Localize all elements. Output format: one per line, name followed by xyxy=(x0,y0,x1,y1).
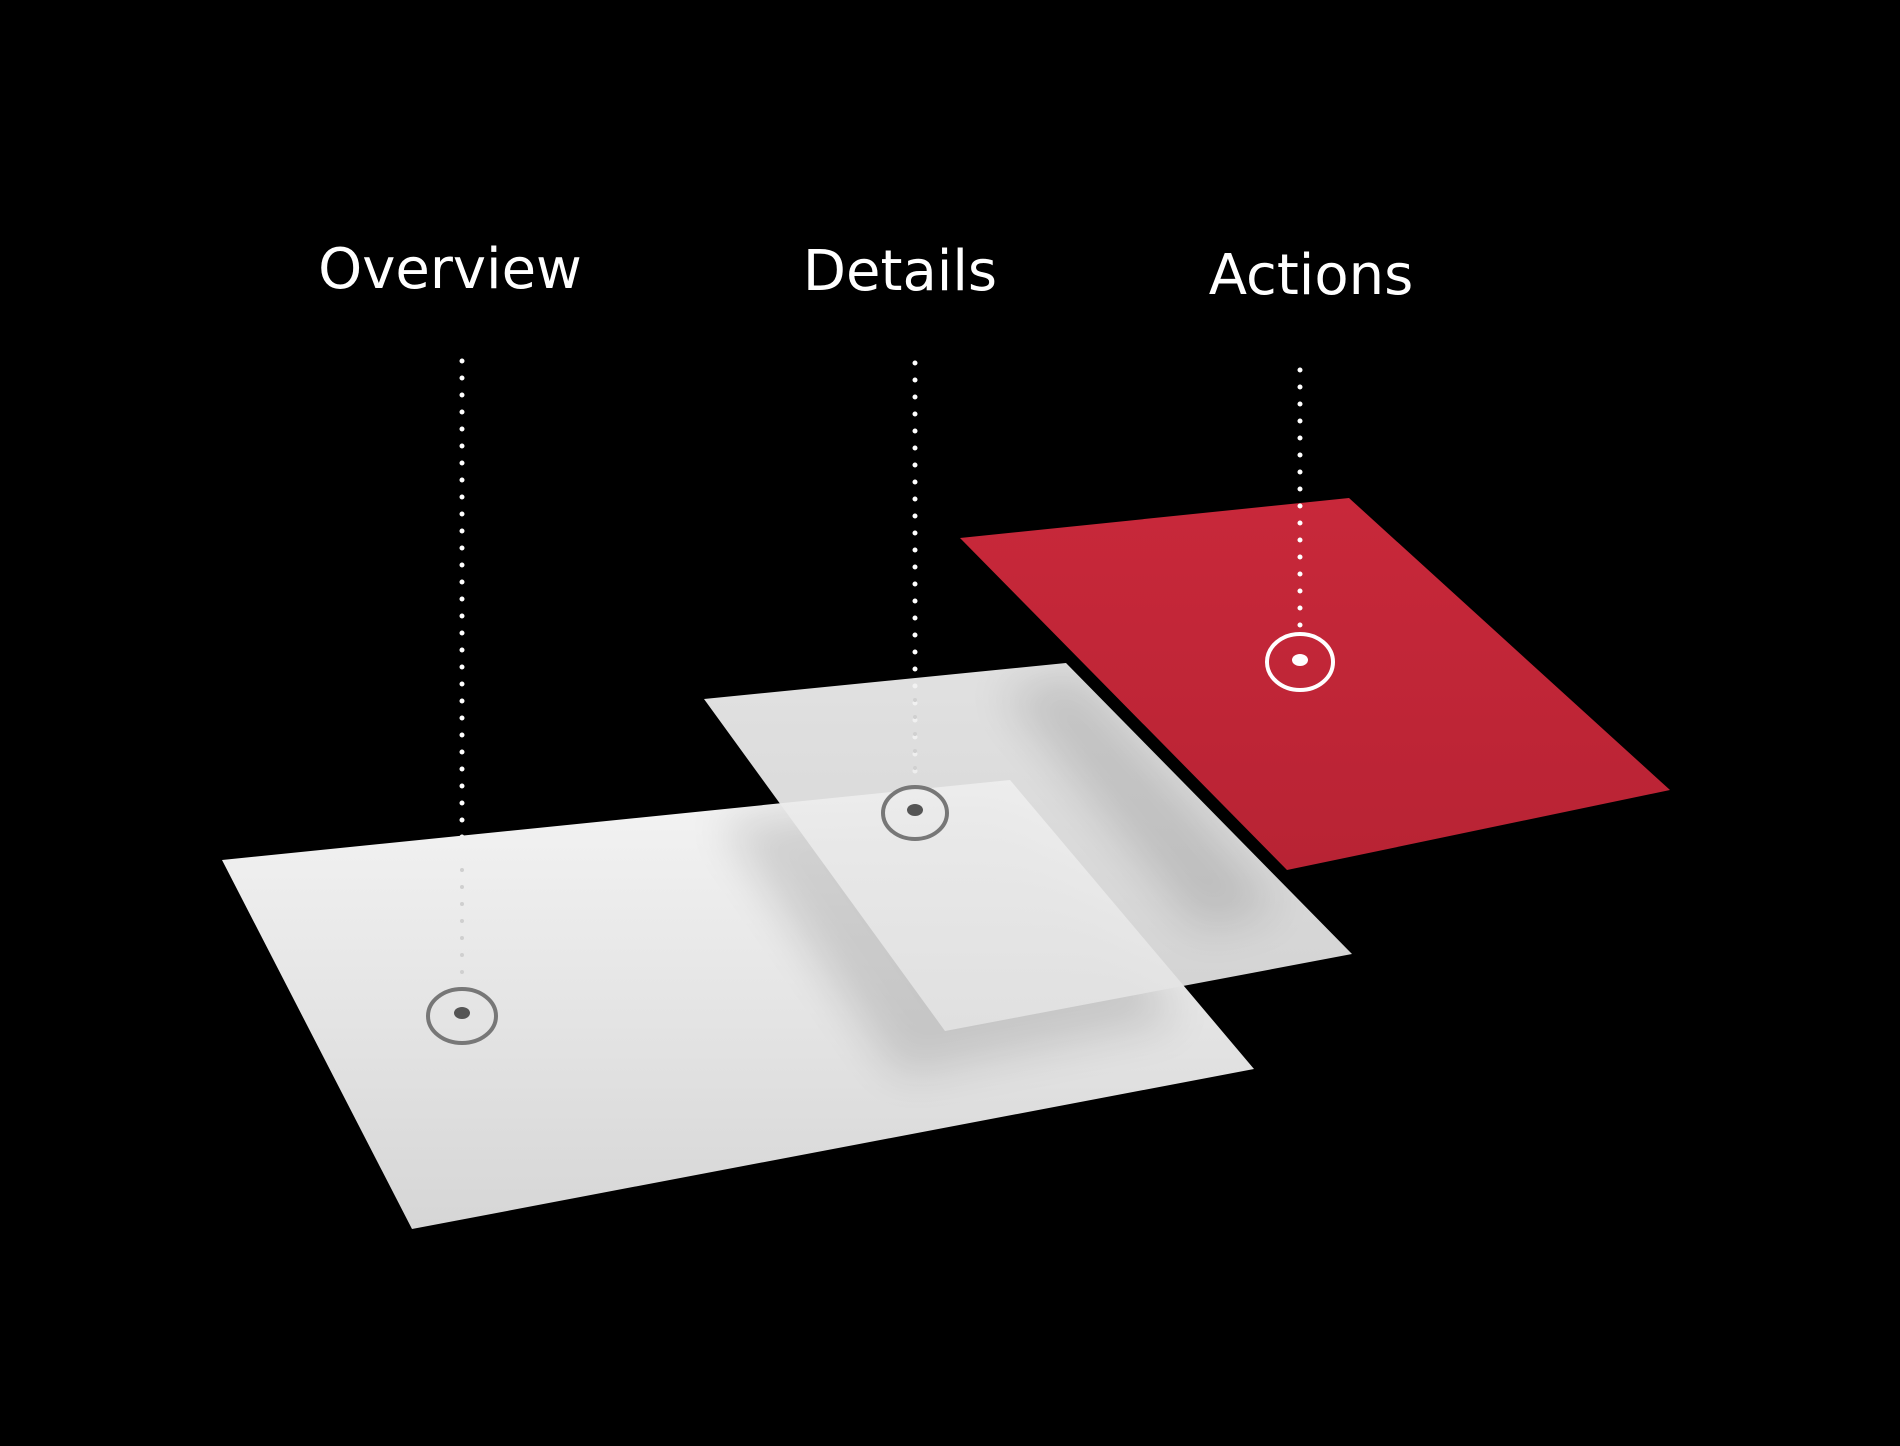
details-label: Details xyxy=(802,239,998,304)
actions-plane-shadow xyxy=(1000,670,1280,930)
actions-label: Actions xyxy=(1208,243,1414,308)
overview-target-marker-icon xyxy=(426,987,498,1045)
details-target-marker-icon xyxy=(881,785,949,841)
actions-target-marker-icon xyxy=(1265,632,1335,692)
overview-label: Overview xyxy=(318,237,582,302)
details-plane xyxy=(704,663,1352,1031)
actions-plane xyxy=(960,498,1670,870)
